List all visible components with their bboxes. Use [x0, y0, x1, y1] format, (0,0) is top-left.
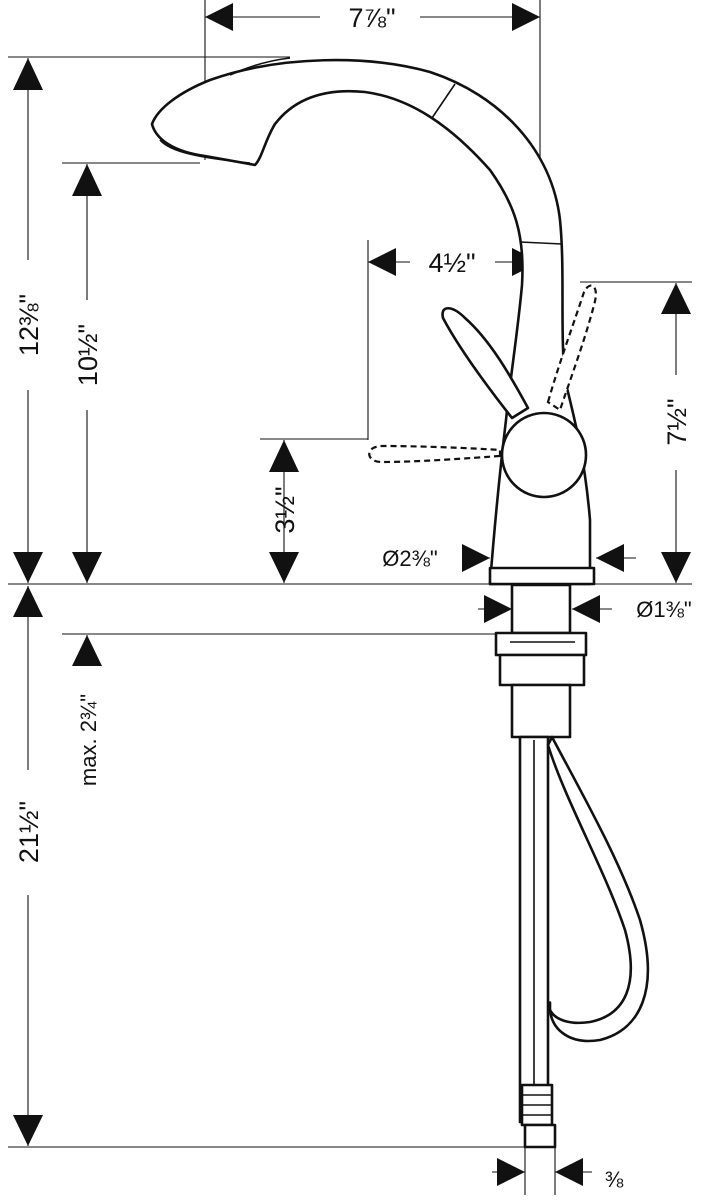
arrowhead [72, 552, 102, 583]
lever-handle [441, 306, 530, 420]
spray-head-top [229, 57, 291, 76]
extension-lines [8, 0, 692, 1195]
dim-handle-clearance: 3½" [270, 486, 300, 533]
mounting-nut-ring [498, 653, 586, 687]
body-base [488, 566, 596, 586]
arrowhead [661, 283, 691, 314]
dim-spout-reach: 7⅞" [348, 3, 395, 33]
shank [510, 583, 572, 635]
arrowhead [484, 595, 512, 623]
arrowhead [13, 58, 43, 90]
hose-loop [546, 735, 650, 1043]
spout-seam [431, 83, 456, 119]
dim-spout-height: 10½" [73, 324, 103, 386]
dim-handle-height: 7½" [662, 398, 692, 445]
arrowhead [555, 1158, 583, 1186]
dim-total-height: 12⅜" [14, 294, 44, 356]
arrowhead [661, 552, 691, 583]
arrowhead [72, 164, 102, 196]
arrowhead [596, 544, 624, 572]
spray-head-face [159, 139, 251, 164]
dim-handle-reach: 4½" [428, 248, 475, 278]
arrowhead [512, 3, 540, 31]
arrowhead [205, 3, 233, 31]
mounting-body [510, 683, 572, 739]
lever-hub [500, 411, 588, 499]
dim-max-deck: max. 2¾" [76, 694, 101, 786]
lever-alt-up [546, 284, 597, 412]
arrowhead [462, 544, 490, 572]
dimension-labels: 7⅞" 12⅜" 10½" 4½" 7½" 3½" Ø2⅜" Ø1⅜" max.… [14, 3, 692, 1192]
arrowhead [269, 552, 299, 583]
dim-hose-length: 21½" [14, 801, 44, 863]
spout [150, 58, 592, 586]
dim-connection: ⅜ [605, 1167, 624, 1192]
connection-nut [523, 1123, 557, 1149]
arrowhead [497, 1158, 525, 1186]
dim-body-diameter: Ø2⅜" [382, 546, 438, 571]
lever-alt-side [368, 444, 502, 464]
spout-band [519, 241, 563, 245]
arrowhead [269, 440, 299, 472]
arrowhead [13, 586, 43, 617]
mounting-nut [494, 631, 588, 657]
arrowhead [572, 595, 600, 623]
arrowhead [13, 1115, 43, 1146]
dim-shank-diameter: Ø1⅜" [636, 597, 692, 622]
dimension-lines [13, 3, 691, 1186]
faucet [150, 57, 650, 1149]
arrowhead [72, 635, 102, 666]
arrowhead [368, 248, 396, 276]
arrowhead [13, 552, 43, 583]
